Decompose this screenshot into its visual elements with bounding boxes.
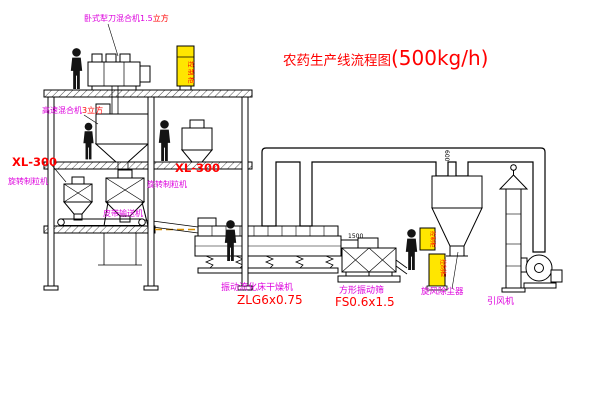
cyclone-separator	[431, 175, 483, 257]
granulator-left-model-label: XL-300	[12, 155, 57, 169]
exhaust-duct-network	[261, 147, 546, 253]
dryer-springs	[204, 255, 335, 269]
fan-label: 引风机	[487, 295, 514, 307]
floor2-hopper-machine	[180, 119, 214, 163]
screen-name-label: 方形振动筛	[339, 284, 384, 296]
operator-figure	[405, 229, 418, 270]
operator-figure	[83, 122, 94, 160]
control-cabinet-b-label: 控制柜	[439, 259, 447, 277]
fan-base	[523, 282, 557, 289]
high-speed-mixer-label: 高速混合机3立方	[42, 105, 103, 115]
fan-motor	[550, 269, 563, 283]
cyclone-label: 旋风除尘器	[421, 286, 464, 297]
leader-lines	[49, 23, 459, 290]
operator-figure	[158, 120, 171, 161]
granulator-right-name-label: 旋转制粒机	[147, 179, 187, 189]
dryer-base	[197, 267, 339, 274]
building-columns	[43, 96, 253, 291]
control-cabinet-top: 控制柜	[176, 45, 196, 90]
screen-dimension-label: 1500	[348, 233, 363, 240]
control-cabinet-a-label: 控制柜	[429, 231, 437, 248]
granulator-left-name-label: 旋转制粒机	[8, 176, 48, 186]
dryer-name-label: 振动流化床干燥机	[221, 281, 293, 293]
control-cabinet-b: 控制柜	[426, 253, 448, 291]
control-cabinet-a: 控制柜	[419, 227, 437, 251]
diagram-title: 农药生产线流程图(500kg/h)	[283, 46, 488, 70]
granulator-right-model-label: XL-300	[175, 161, 220, 175]
operator-figure	[70, 48, 83, 89]
screen-model-label: FS0.6x1.5	[335, 295, 395, 309]
belt-conveyor-label: 皮带输送机	[103, 208, 143, 218]
dryer-model-label: ZLG6x0.75	[237, 293, 303, 307]
control-cabinet-top-label: 控制柜	[187, 61, 196, 85]
dryer-outlet-connector	[340, 239, 359, 249]
lower-slab	[43, 225, 156, 234]
stack-rain-cap	[498, 174, 529, 190]
horizontal-plough-mixer	[87, 53, 151, 114]
horizontal-mixer-label: 卧式犁刀混合机1.5立方	[84, 13, 169, 23]
screen-feed-hopper	[357, 237, 379, 249]
exhaust-stack	[498, 164, 529, 293]
under-slab-supports	[98, 233, 142, 266]
roof-slab	[43, 89, 253, 98]
cyclone-dimension-label: 600	[443, 150, 450, 162]
rotary-granulator-left	[62, 176, 94, 221]
mixer-motor	[139, 65, 151, 83]
belt-conveyor	[57, 218, 199, 234]
square-vibrating-screen	[337, 237, 408, 283]
screen-base	[337, 275, 401, 283]
high-speed-mixer	[94, 103, 150, 170]
induced-draft-fan	[520, 254, 563, 289]
rotary-granulator-right	[103, 169, 149, 227]
